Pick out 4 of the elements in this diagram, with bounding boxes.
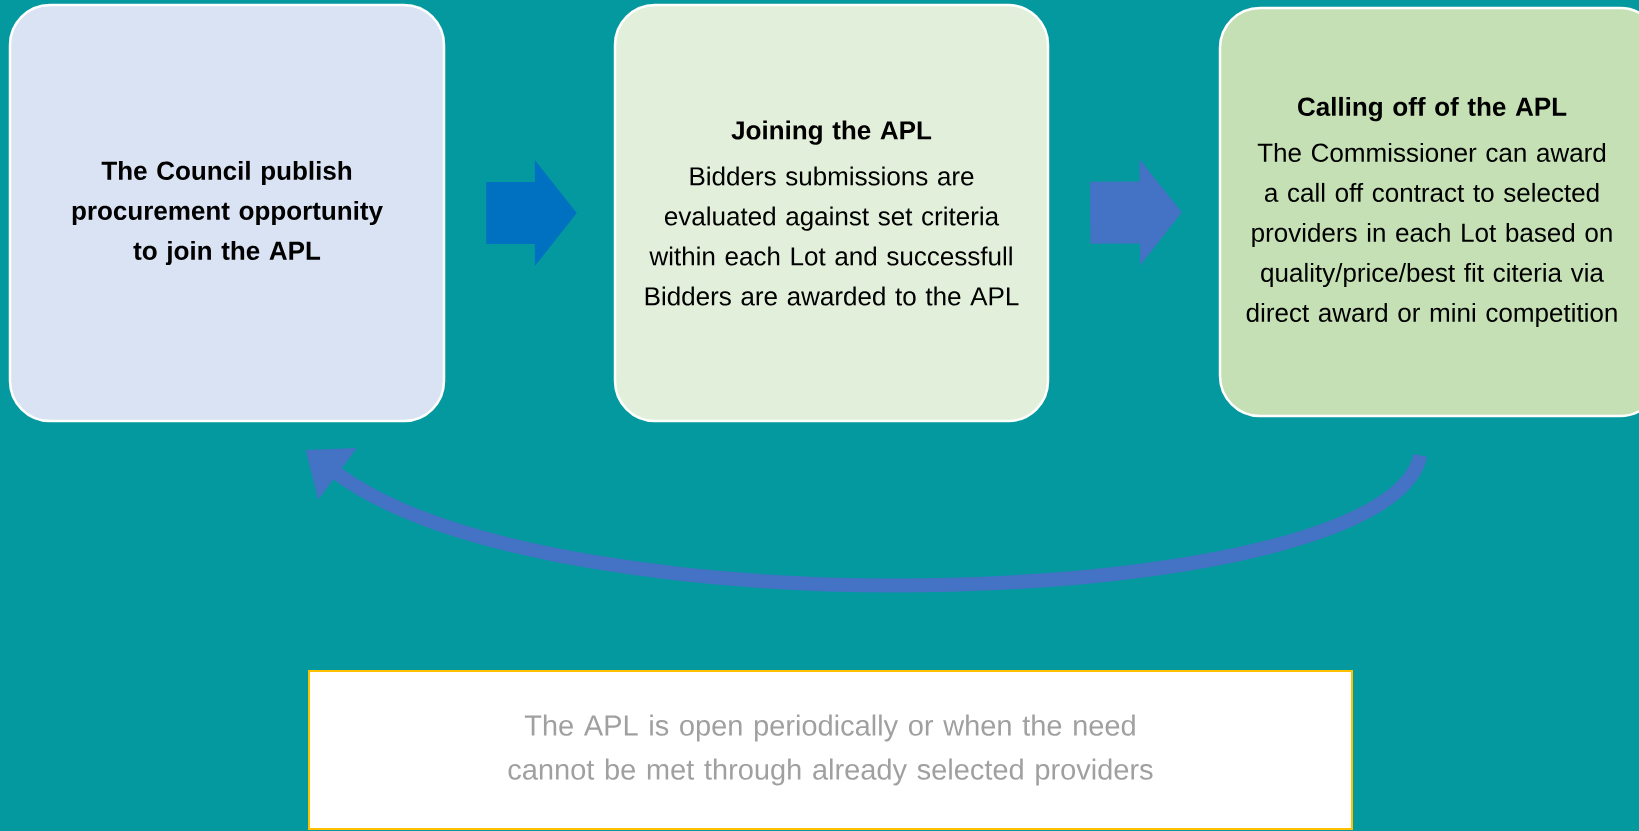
process-box: The Council publish procurement opportunity to join the APL [8, 3, 446, 423]
process-box: Joining the APL Bidders submissions are evaluated against set criteria within each Lot and successfull Bidders are awarded to the APL [613, 3, 1050, 423]
note-box: The APL is open periodically or when the need cannot be met through already selected providers [308, 670, 1353, 830]
process-box: Calling off of the APL The Commissioner can award a call off contract to selected providers in each Lot based on quality/price/best fit citeria via direct award or mini competition [1218, 6, 1639, 418]
